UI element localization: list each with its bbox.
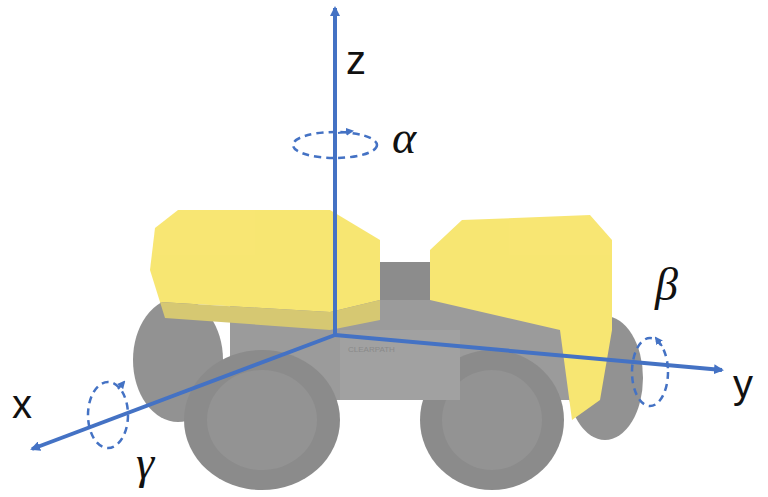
- axis-label: z: [346, 40, 366, 80]
- rotation-label: α: [392, 115, 416, 161]
- axis-label: x: [12, 384, 32, 424]
- axis-label: y: [733, 364, 753, 404]
- logo-text: CLEARPATH: [348, 346, 395, 354]
- rotation-label: γ: [136, 440, 154, 486]
- rotation-label: β: [655, 262, 678, 308]
